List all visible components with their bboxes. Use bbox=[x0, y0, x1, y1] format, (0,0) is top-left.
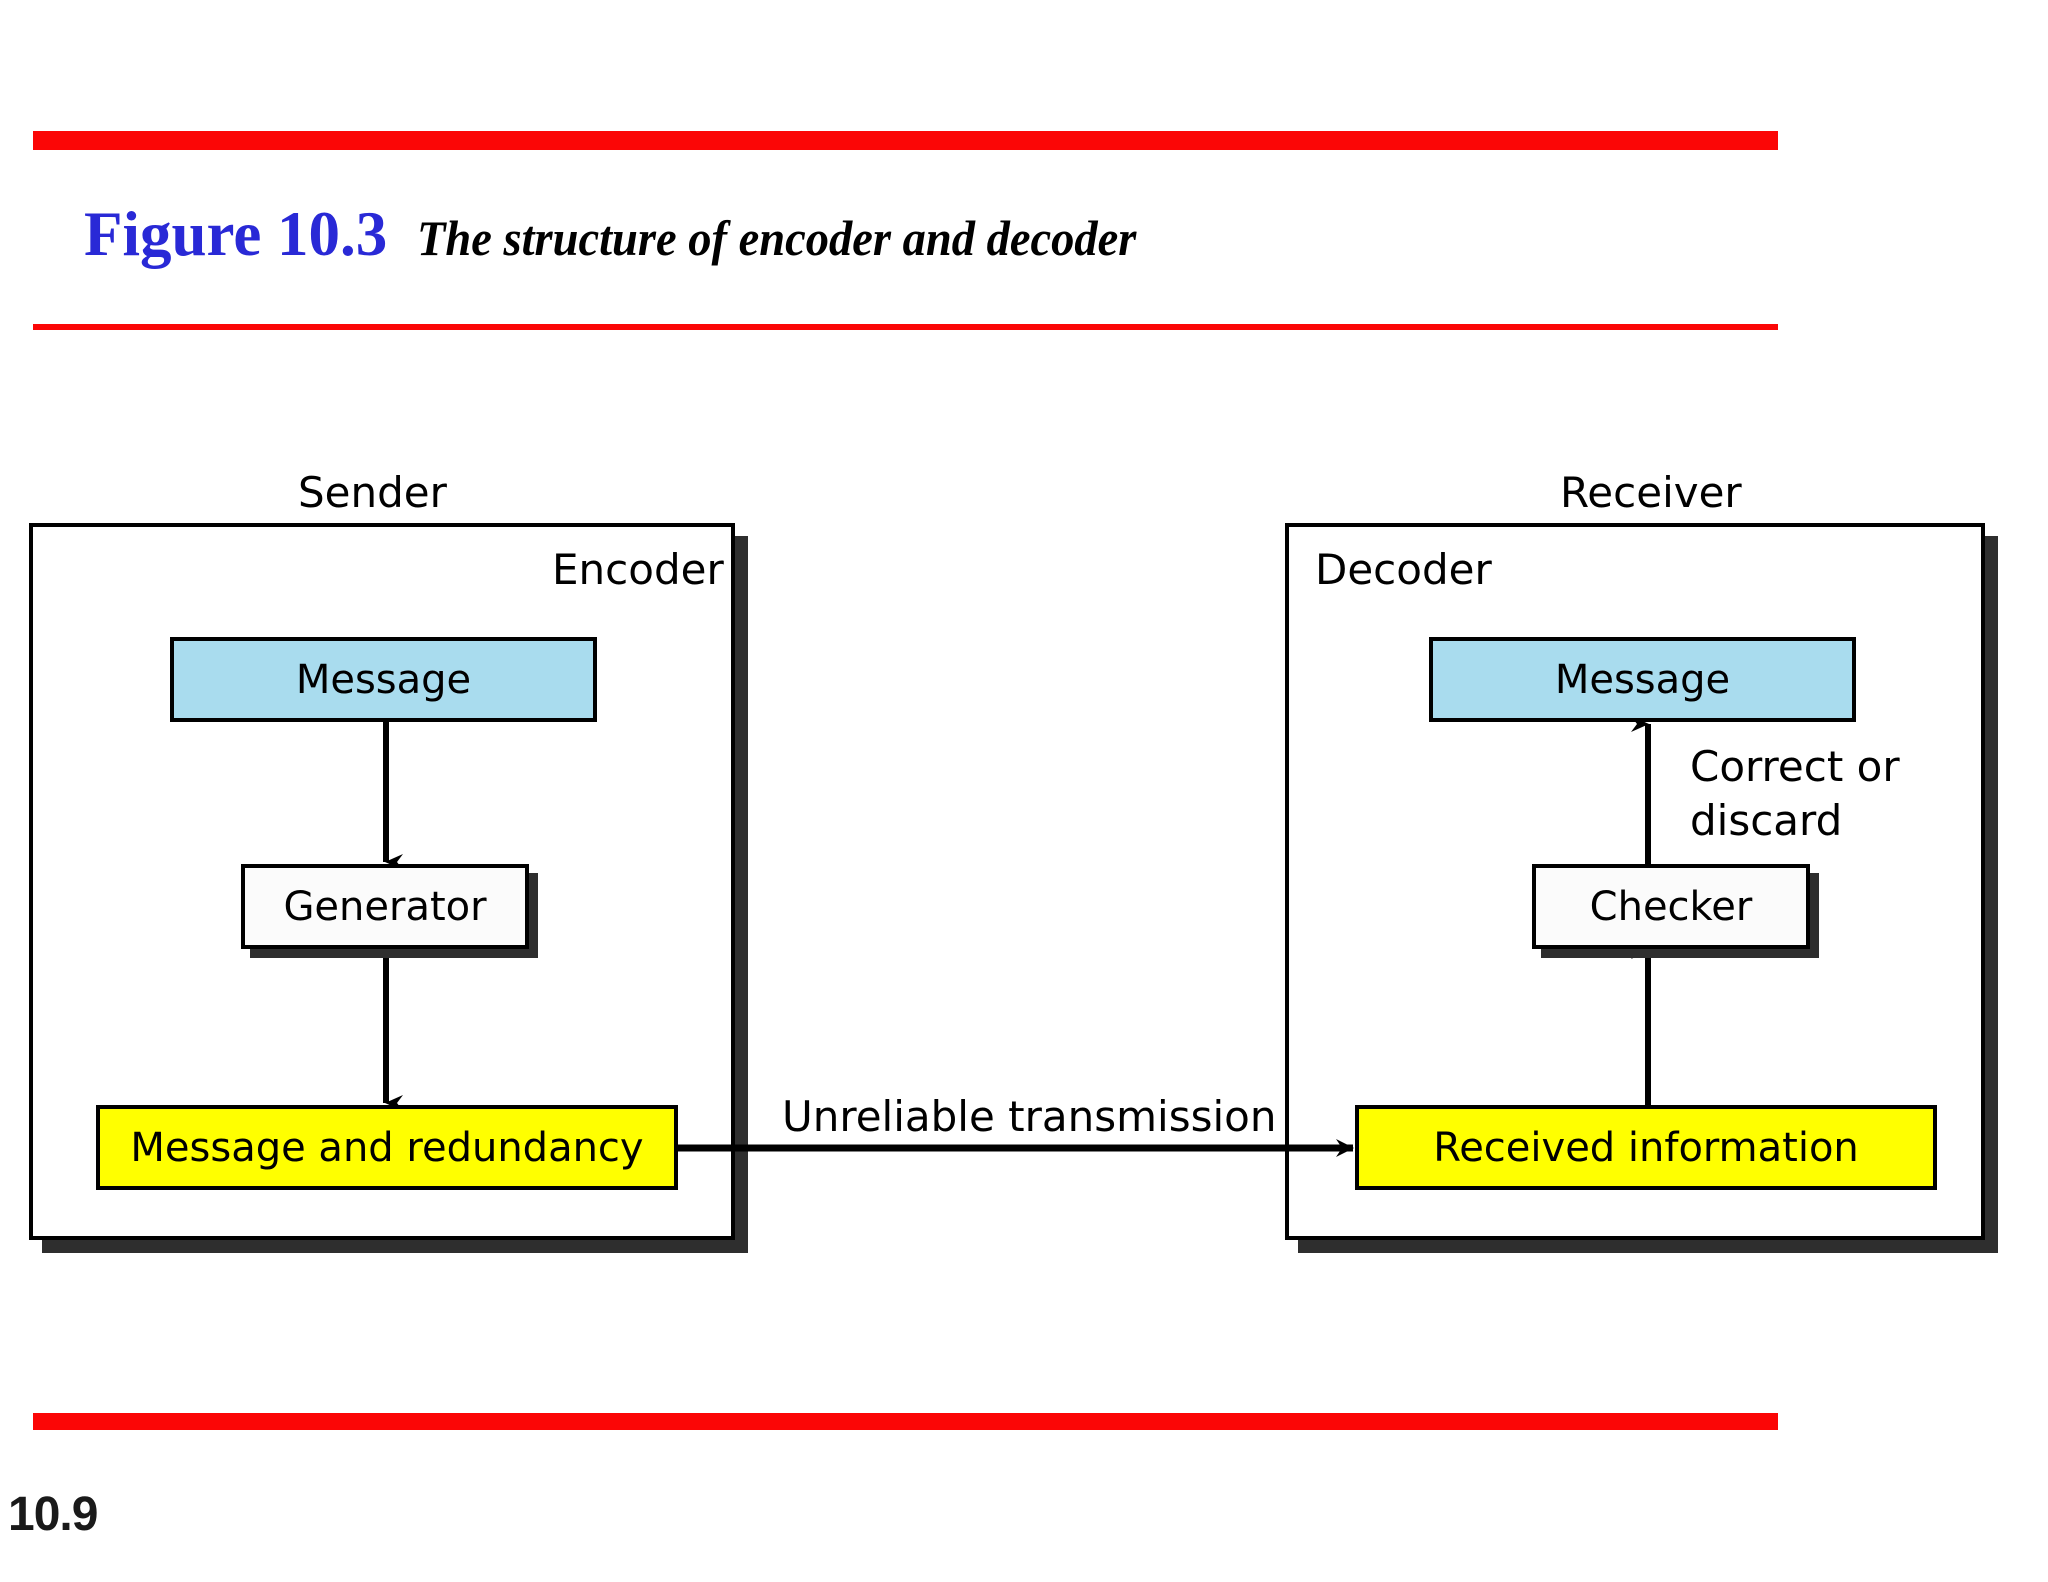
sender-message-box: Message bbox=[170, 637, 597, 722]
title-underline-rule bbox=[33, 324, 1778, 330]
decoder-title: Decoder bbox=[1315, 545, 1492, 594]
correct-or-discard-text: Correct or discard bbox=[1690, 742, 1900, 845]
figure-title-row: Figure 10.3 The structure of encoder and… bbox=[84, 198, 1191, 269]
bottom-red-rule bbox=[33, 1413, 1778, 1430]
generator-box: Generator bbox=[241, 864, 529, 949]
message-and-redundancy-box: Message and redundancy bbox=[96, 1105, 678, 1190]
received-information-box: Received information bbox=[1355, 1105, 1937, 1190]
receiver-message-box: Message bbox=[1429, 637, 1856, 722]
unreliable-transmission-label: Unreliable transmission bbox=[782, 1092, 1277, 1141]
figure-number-label: Figure 10.3 bbox=[84, 199, 388, 269]
receiver-title: Receiver bbox=[1560, 468, 1742, 517]
checker-box: Checker bbox=[1532, 864, 1810, 949]
top-red-rule bbox=[33, 131, 1778, 150]
figure-caption: The structure of encoder and decoder bbox=[417, 210, 1137, 266]
sender-title: Sender bbox=[298, 468, 447, 517]
encoder-title: Encoder bbox=[552, 545, 724, 594]
page-number: 10.9 bbox=[8, 1488, 98, 1541]
correct-or-discard-label: Correct or discard bbox=[1690, 740, 1900, 848]
